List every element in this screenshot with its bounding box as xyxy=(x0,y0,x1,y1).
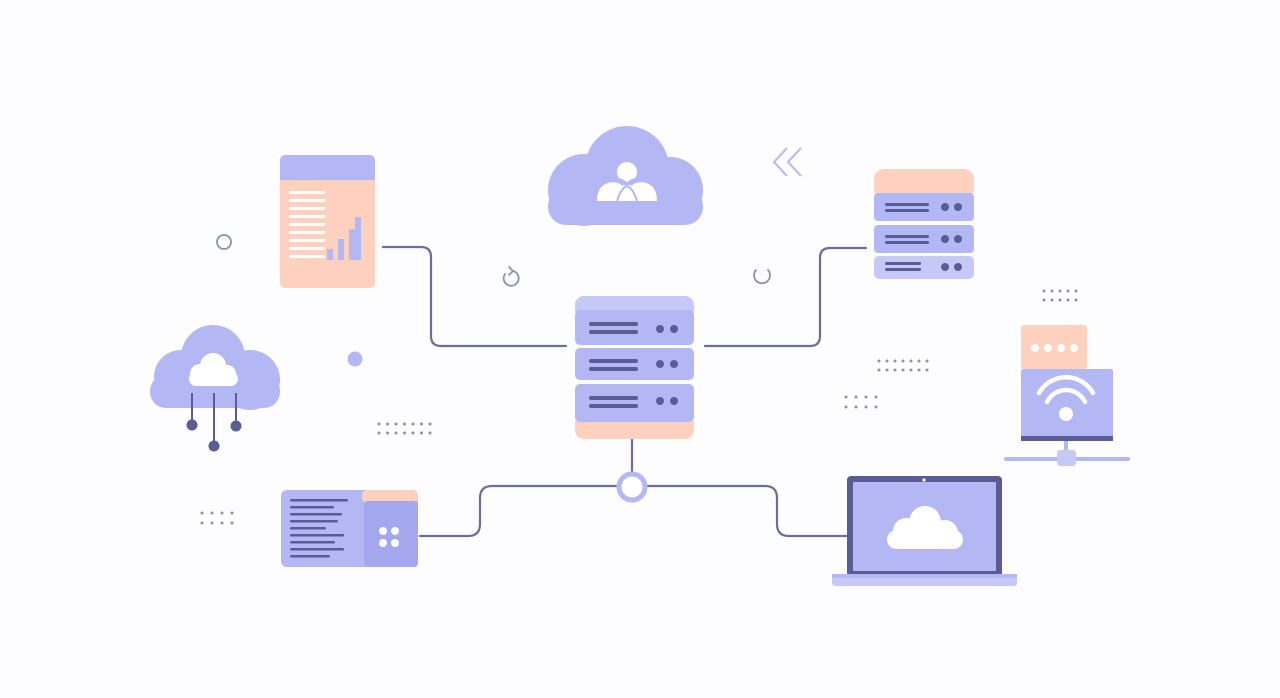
grid-dot xyxy=(917,368,921,372)
grid-dot xyxy=(377,431,381,435)
grid-dot xyxy=(394,431,398,435)
grid-dot xyxy=(901,359,905,363)
circular-arrow-icon xyxy=(502,266,520,287)
code-window-icon xyxy=(281,490,418,567)
grid-dot xyxy=(901,368,905,372)
grid-dot xyxy=(844,405,848,409)
grid-dot xyxy=(210,521,214,525)
grid-dot xyxy=(877,368,881,372)
grid-dot xyxy=(885,359,889,363)
grid-dot xyxy=(230,521,234,525)
grid-dot xyxy=(386,431,389,435)
grid-dot xyxy=(844,395,848,399)
grid-dot xyxy=(909,359,913,363)
grid-dot xyxy=(874,395,878,399)
grid-dot xyxy=(428,431,432,435)
grid-dot xyxy=(917,359,921,363)
server-stack-icon xyxy=(874,169,974,279)
grid-dot xyxy=(877,359,881,363)
dot-grid-decoration xyxy=(200,289,1078,525)
grid-dot xyxy=(377,422,381,426)
bar-chart-document-icon xyxy=(280,155,375,288)
grid-dot xyxy=(874,405,878,409)
double-chevron-left-icon xyxy=(772,147,802,177)
grid-dot xyxy=(411,422,415,426)
connector-report-to-server xyxy=(381,245,568,348)
ring-icon xyxy=(216,234,232,250)
connector-stack-to-server xyxy=(703,246,868,348)
grid-dot xyxy=(220,521,224,525)
laptop-cloud-icon xyxy=(832,476,1017,586)
connector-lines xyxy=(381,245,868,538)
grid-dot xyxy=(1074,289,1078,293)
grid-dot xyxy=(1042,298,1046,302)
grid-dot xyxy=(428,422,432,426)
grid-dot xyxy=(1066,298,1070,302)
grid-dot xyxy=(1074,298,1078,302)
grid-dot xyxy=(893,368,897,372)
grid-dot xyxy=(909,368,913,372)
grid-dot xyxy=(864,405,868,409)
cloud-network-icon xyxy=(150,325,280,452)
grid-dot xyxy=(854,395,858,399)
grid-dot xyxy=(1050,289,1054,293)
grid-dot xyxy=(1042,289,1046,293)
grid-dot xyxy=(925,368,929,372)
grid-dot xyxy=(420,422,423,426)
grid-dot xyxy=(200,521,204,525)
hub-node-icon xyxy=(616,471,648,503)
grid-dot xyxy=(885,368,889,372)
wifi-network-icon xyxy=(1004,325,1130,466)
grid-dot xyxy=(1066,289,1070,293)
grid-dot xyxy=(403,431,406,435)
grid-dot xyxy=(200,511,204,515)
grid-dot xyxy=(411,431,415,435)
grid-dot xyxy=(230,511,234,515)
connector-hub-to-laptop xyxy=(646,484,849,538)
connector-hub-to-code-window xyxy=(418,484,618,538)
dot-icon xyxy=(347,351,363,367)
grid-dot xyxy=(420,431,423,435)
grid-dot xyxy=(893,359,897,363)
grid-dot xyxy=(1050,298,1054,302)
grid-dot xyxy=(864,395,868,399)
cloud-user-icon xyxy=(548,126,703,226)
grid-dot xyxy=(925,359,929,363)
circular-arrow-icon xyxy=(753,269,771,285)
grid-dot xyxy=(210,511,214,515)
grid-dot xyxy=(403,422,406,426)
grid-dot xyxy=(1058,298,1062,302)
grid-dot xyxy=(386,422,389,426)
grid-dot xyxy=(394,422,398,426)
grid-dot xyxy=(1058,289,1062,293)
grid-dot xyxy=(854,405,858,409)
grid-dot xyxy=(220,511,224,515)
central-server-icon xyxy=(575,296,694,439)
